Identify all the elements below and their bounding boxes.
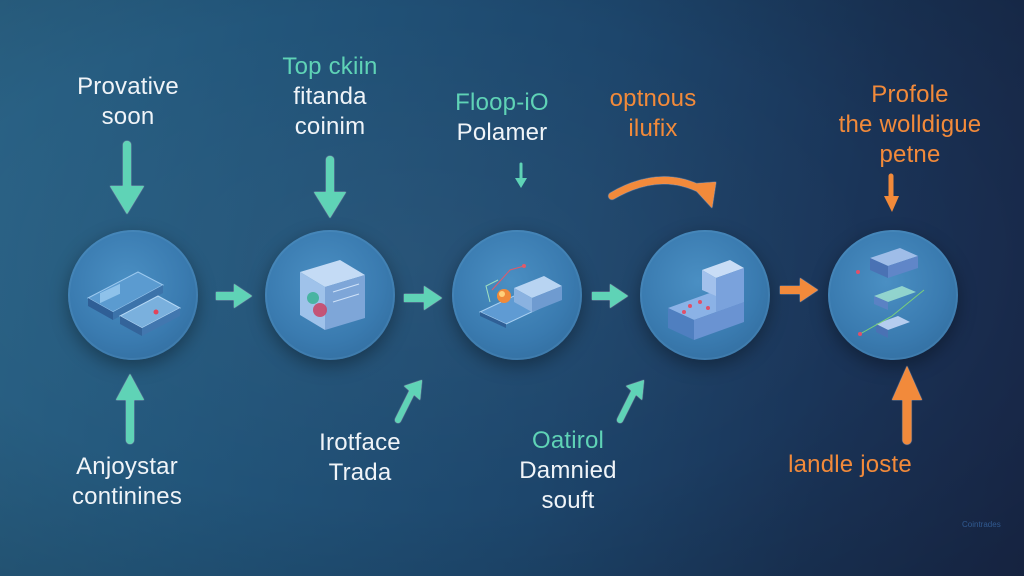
node-1 bbox=[68, 230, 198, 360]
node-1-bottom-label: Anjoystar continines bbox=[52, 452, 202, 512]
arrow-diag-up-icon bbox=[395, 380, 422, 423]
node-1-top-label: Provative soon bbox=[58, 72, 198, 132]
node-4-top-label: optnous ilufix bbox=[583, 84, 723, 144]
node-2 bbox=[265, 230, 395, 360]
node-5-top-label: Profole the wolldigue petne bbox=[820, 80, 1000, 170]
label-line: soon bbox=[101, 103, 155, 130]
stacked-cards-icon bbox=[86, 271, 182, 336]
watermark: Cointrades bbox=[962, 520, 1001, 529]
label-line: Trada bbox=[328, 459, 392, 486]
node-5 bbox=[828, 230, 958, 360]
label-line: ilufix bbox=[628, 115, 678, 142]
label-line: Oatirol bbox=[531, 427, 605, 454]
circuit-chip-icon bbox=[478, 264, 562, 328]
node-2-top-label: Top ckiin fitanda coinim bbox=[255, 52, 405, 142]
arrow-right-icon bbox=[404, 286, 442, 310]
arrow-right-icon bbox=[592, 284, 628, 308]
label-line: petne bbox=[879, 141, 941, 168]
label-line: Top ckiin bbox=[282, 53, 378, 80]
node-4 bbox=[640, 230, 770, 360]
label-line: Provative bbox=[77, 73, 179, 100]
arrow-diag-up-icon bbox=[617, 380, 644, 423]
node-2-bottom-label: Irotface Trada bbox=[290, 428, 430, 488]
label-line: Irotface bbox=[319, 429, 401, 456]
arrow-up-icon bbox=[892, 366, 922, 445]
node-5-bottom-label: landle joste bbox=[760, 450, 940, 480]
server-cube-icon bbox=[300, 260, 365, 330]
arrow-down-icon bbox=[515, 162, 527, 188]
arrow-up-icon bbox=[116, 374, 144, 444]
machine-block-icon bbox=[668, 260, 744, 340]
arrow-down-icon bbox=[314, 156, 346, 218]
label-line: Floop-iO bbox=[455, 89, 549, 116]
label-line: fitanda bbox=[293, 83, 367, 110]
label-line: coinim bbox=[294, 113, 366, 140]
label-line: Profole bbox=[871, 81, 949, 108]
stacked-devices-icon bbox=[856, 248, 925, 338]
label-line: Polamer bbox=[456, 119, 548, 146]
node-3 bbox=[452, 230, 582, 360]
label-line: Anjoystar bbox=[76, 453, 178, 480]
label-line: the wolldigue bbox=[838, 111, 982, 138]
arrow-right-icon bbox=[780, 278, 818, 302]
label-line: Damnied bbox=[519, 457, 617, 484]
node-3-bottom-label: Oatirol Damnied souft bbox=[498, 426, 638, 516]
arrow-down-icon bbox=[110, 141, 144, 214]
label-line: continines bbox=[71, 483, 183, 510]
label-line: landle joste bbox=[788, 451, 912, 478]
arrow-curved-icon bbox=[608, 176, 716, 208]
arrow-down-icon bbox=[884, 173, 899, 212]
node-3-top-label: Floop-iO Polamer bbox=[432, 88, 572, 148]
label-line: souft bbox=[541, 487, 595, 514]
arrow-right-icon bbox=[216, 284, 252, 308]
label-line: optnous bbox=[609, 85, 697, 112]
